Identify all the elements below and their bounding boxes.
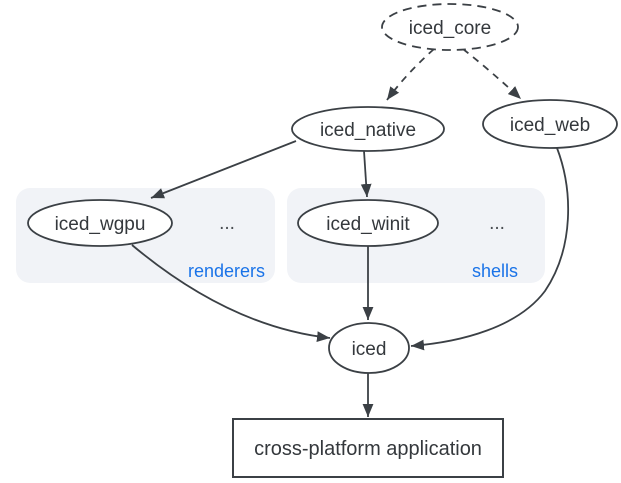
edge-iced_native-to-iced_wgpu [150, 140, 297, 199]
node-app-label: cross-platform application [254, 438, 482, 460]
edge-iced_web-to-iced [410, 147, 569, 351]
edge-iced_native-to-iced_winit [360, 150, 372, 198]
node-iced_core [381, 3, 519, 51]
node-iced_winit [297, 199, 439, 247]
group-renderers-label: renderers [188, 261, 265, 281]
node-iced_wgpu-label: iced_wgpu [55, 214, 146, 235]
edge-iced_core-to-iced_web [462, 48, 522, 100]
shells-ellipsis: ... [489, 213, 505, 234]
edge-iced_wgpu-to-iced [131, 244, 331, 342]
node-iced_wgpu [27, 199, 173, 247]
node-iced_native-label: iced_native [320, 120, 416, 141]
edge-iced_core-to-iced_native [386, 48, 435, 101]
node-iced_web [482, 99, 618, 149]
node-iced_winit-label: iced_winit [326, 214, 410, 235]
node-iced_native [291, 106, 445, 152]
renderers-ellipsis: ... [219, 213, 235, 234]
node-iced_core-label: iced_core [409, 18, 491, 39]
node-iced_web-label: iced_web [510, 115, 590, 136]
node-iced-label: iced [352, 339, 387, 360]
node-iced [328, 322, 410, 374]
group-shells-label: shells [472, 261, 518, 281]
node-app-box [232, 418, 504, 478]
